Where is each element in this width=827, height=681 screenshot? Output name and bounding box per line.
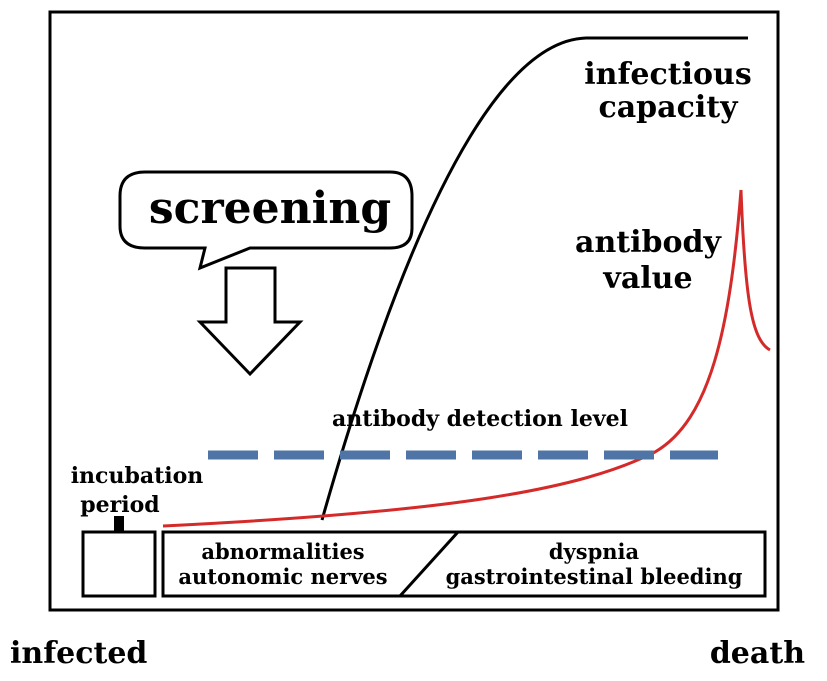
antibody-value-label-line2: value [602, 261, 692, 296]
incubation-period-box [81, 530, 157, 598]
symptoms-box [161, 530, 767, 598]
infectious-capacity-curve [320, 36, 748, 521]
symptoms-left-line2: autonomic nerves [178, 564, 387, 589]
antibody-detection-level-label: antibody detection level [332, 406, 628, 432]
symptoms-right-line2: gastrointestinal bleeding [446, 564, 743, 589]
incubation-period-label-line2: period [80, 492, 159, 518]
hollow-down-arrow-icon [196, 266, 304, 377]
antibody-value-curve [162, 189, 771, 528]
screening-label: screening [149, 183, 391, 234]
infectious-capacity-label-line1: infectious [584, 57, 751, 92]
symptoms-right-line1: dyspnia [549, 539, 640, 564]
diagram-frame [48, 10, 780, 612]
death-label: death [710, 636, 805, 671]
infectious-capacity-label-line2: capacity [598, 90, 739, 125]
antibody-value-label-line1: antibody [575, 225, 722, 260]
symptoms-divider [398, 530, 460, 598]
infected-label: infected [10, 636, 147, 671]
symptoms-left-line1: abnormalities [201, 539, 364, 564]
speech-bubble-icon [118, 170, 414, 271]
incubation-period-label-line1: incubation [71, 463, 204, 489]
